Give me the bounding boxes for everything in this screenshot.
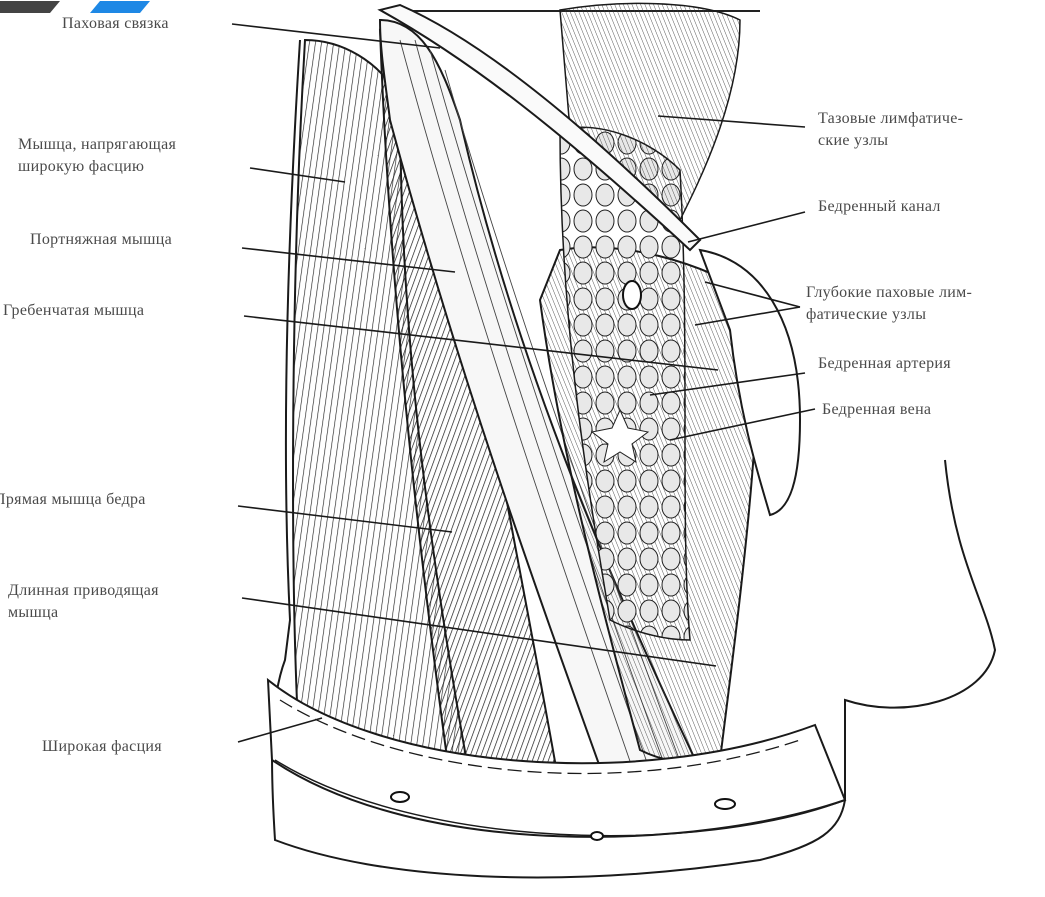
label-fascia-lata: Широкая фасция xyxy=(42,736,162,758)
label-tensor-fascia-lata: Мышца, напрягающая широкую фасцию xyxy=(18,134,176,178)
label-rectus-femoris: Прямая мышца бедра xyxy=(0,489,146,511)
label-pelvic-lymph-nodes: Тазовые лимфатиче- ские узлы xyxy=(818,108,963,152)
label-sartorius: Портняжная мышца xyxy=(30,229,172,251)
femoral-canal-opening xyxy=(623,281,641,309)
label-femoral-canal: Бедренный канал xyxy=(818,196,941,218)
label-femoral-vein: Бедренная вена xyxy=(822,399,931,421)
label-deep-inguinal-nodes: Глубокие паховые лим- фатические узлы xyxy=(806,282,972,326)
label-pectineus: Гребенчатая мышца xyxy=(3,300,144,322)
label-adductor-longus: Длинная приводящая мышца xyxy=(8,580,159,624)
leader-femoral-canal xyxy=(688,212,805,242)
label-inguinal-ligament: Паховая связка xyxy=(62,13,169,35)
label-femoral-artery: Бедренная артерия xyxy=(818,353,951,375)
